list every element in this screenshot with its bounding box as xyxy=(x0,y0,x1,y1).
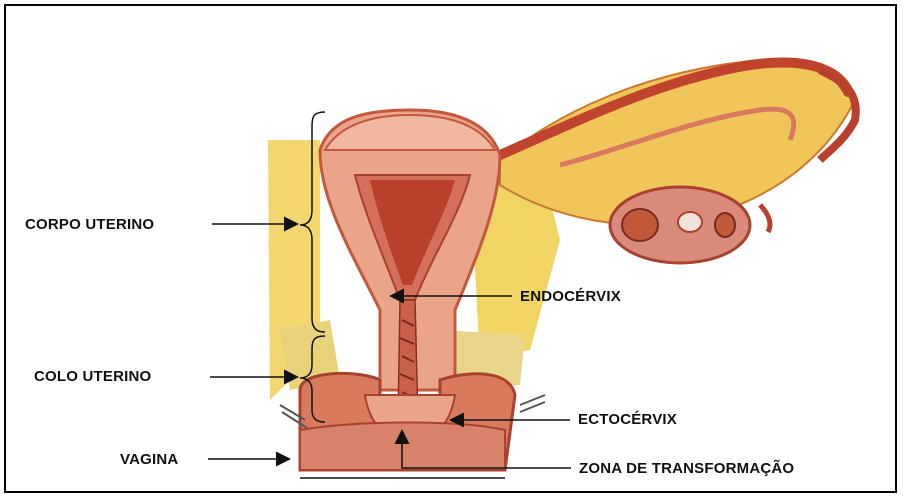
label-vagina: VAGINA xyxy=(120,451,178,468)
label-endocervix: ENDOCÉRVIX xyxy=(520,288,621,305)
speculum-right xyxy=(520,395,545,412)
ovarian-follicle-3 xyxy=(715,213,735,237)
label-zona-transformacao: ZONA DE TRANSFORMAÇÃO xyxy=(579,460,794,477)
label-colo-uterino: COLO UTERINO xyxy=(34,368,151,385)
label-corpo-uterino: CORPO UTERINO xyxy=(25,216,154,233)
ovarian-follicle-2 xyxy=(678,212,702,232)
ovarian-ligament xyxy=(760,205,770,232)
label-ectocervix: ECTOCÉRVIX xyxy=(578,411,677,428)
ovarian-follicle-1 xyxy=(622,209,658,241)
